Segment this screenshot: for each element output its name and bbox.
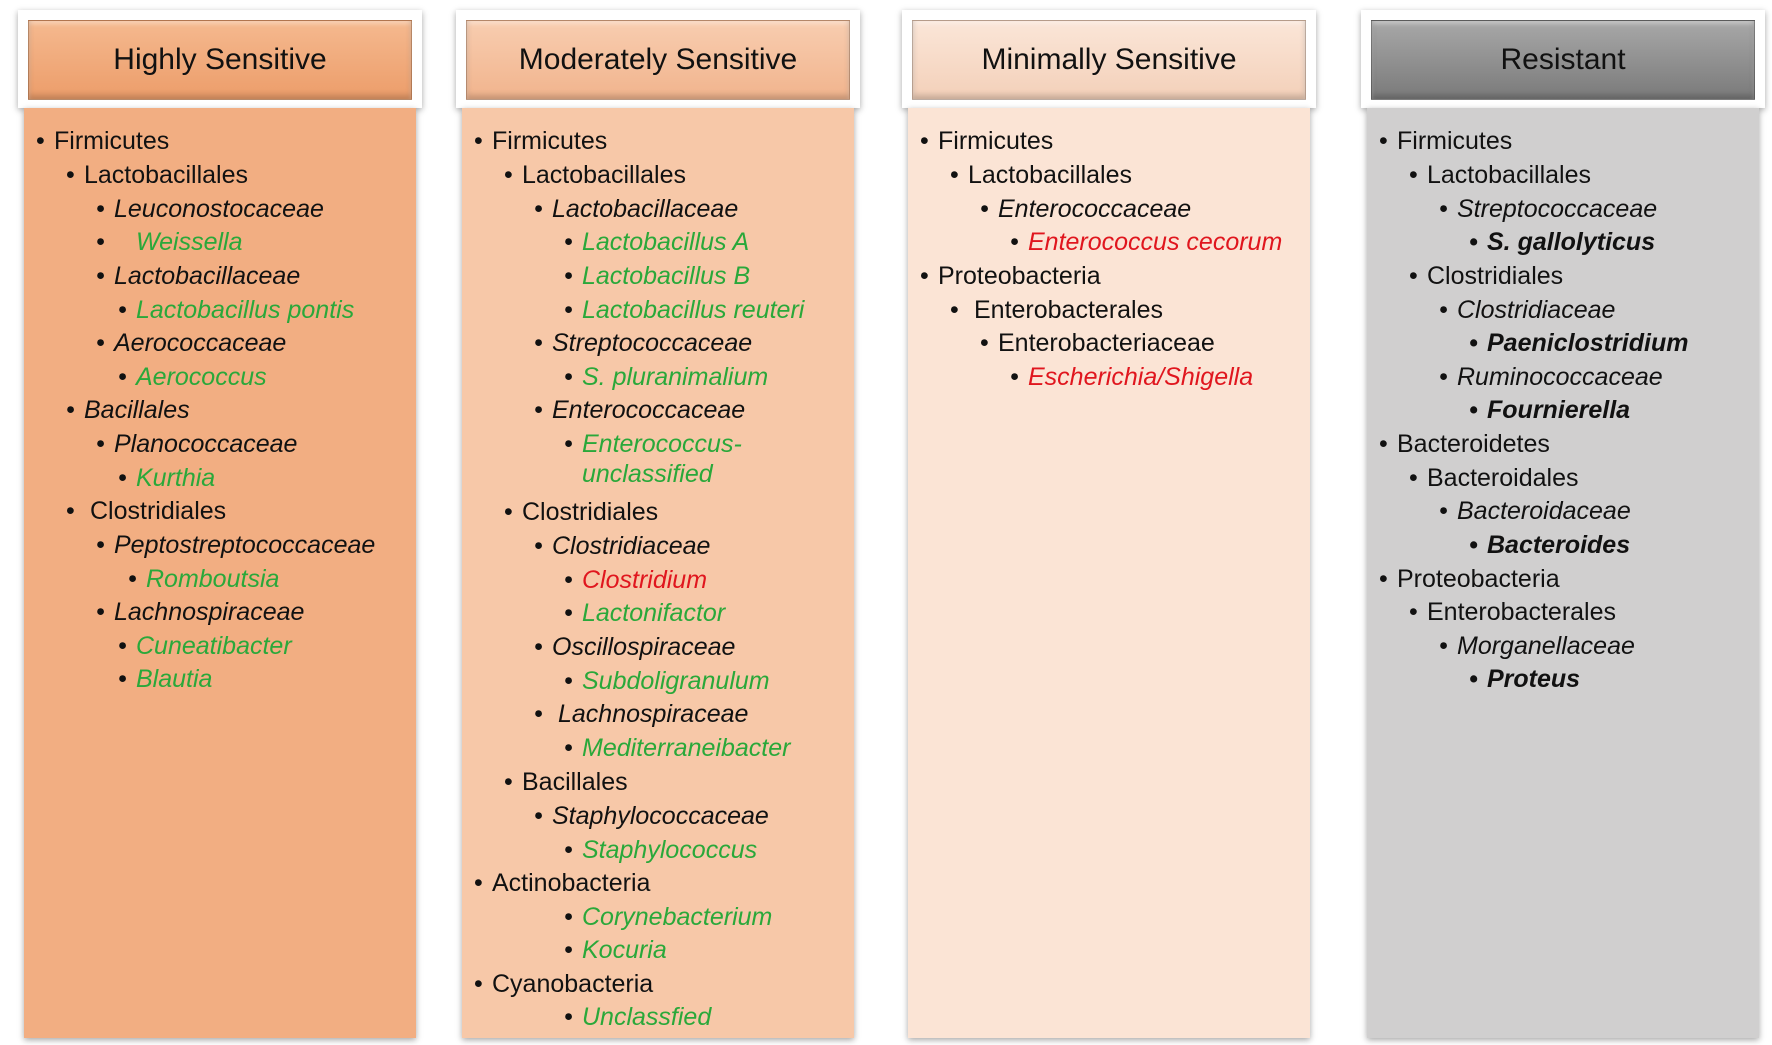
list-item: •Peptostreptococcaceae	[96, 531, 376, 559]
list-item: •Romboutsia	[128, 565, 280, 593]
list-item: •Lactobacillus pontis	[118, 296, 355, 324]
list-item: •Cuneatibacter	[118, 632, 292, 660]
list-item: •Lactobacillus A	[564, 228, 750, 256]
list-item: •Proteus	[1469, 665, 1581, 693]
list-item: •Clostridium	[564, 566, 708, 594]
list-item: •Bacteroidales	[1409, 464, 1579, 492]
header-frame: Highly Sensitive	[18, 10, 422, 108]
list-item: •Corynebacterium	[564, 903, 773, 931]
list-item: •Lactobacillus reuteri	[564, 296, 805, 324]
list-item: •Bacteroides	[1469, 531, 1631, 559]
list-item: •Enterococcaceae	[534, 396, 746, 424]
column-title: Highly Sensitive	[28, 20, 412, 100]
list-item: •Blautia	[118, 665, 213, 693]
column-title: Moderately Sensitive	[466, 20, 850, 100]
list-item: •Firmicutes	[474, 127, 608, 155]
list-item: •Bacteroidetes	[1379, 430, 1550, 458]
list-item: •Enterobacterales	[1409, 598, 1617, 626]
list-item: •Enterobacteriaceae	[980, 329, 1215, 357]
list-item: •Cyanobacteria	[474, 970, 654, 998]
list-item: •Kocuria	[564, 936, 667, 964]
list-item: •Planococcaceae	[96, 430, 298, 458]
list-item: •Bacillales	[66, 396, 190, 424]
list-item: •Ruminococcaceae	[1439, 363, 1663, 391]
list-item: •Actinobacteria	[474, 869, 651, 897]
list-item: •Lactobacillales	[504, 161, 686, 189]
list-item: •Lactobacillus B	[564, 262, 751, 290]
list-item: •Enterococcaceae	[980, 195, 1192, 223]
column-body: •Firmicutes •Lactobacillales •Leuconosto…	[24, 108, 416, 1038]
list-item: •Enterobacterales	[950, 296, 1164, 324]
list-item: •Firmicutes	[36, 127, 170, 155]
list-item: •S. pluranimalium	[564, 363, 769, 391]
list-item: •Bacillales	[504, 768, 628, 796]
list-item: •Aerococcus	[118, 363, 267, 391]
list-item: •Streptococcaceae	[1439, 195, 1658, 223]
list-item: •Fournierella	[1469, 396, 1631, 424]
list-item: •Proteobacteria	[1379, 565, 1560, 593]
column-body: •Firmicutes •Lactobacillales •Streptococ…	[1367, 108, 1759, 1038]
header-frame: Minimally Sensitive	[902, 10, 1316, 108]
list-item: •Subdoligranulum	[564, 667, 770, 695]
list-item: •S. gallolyticus	[1469, 228, 1656, 256]
list-item: •Unclassfied	[564, 1003, 712, 1031]
list-item: •Streptococcaceae	[534, 329, 753, 357]
list-item: •Lactobacillaceae	[96, 262, 301, 290]
list-item: •Kurthia	[118, 464, 216, 492]
list-item: •Morganellaceae	[1439, 632, 1635, 660]
list-item: •Staphylococcus	[564, 836, 758, 864]
header-frame: Moderately Sensitive	[456, 10, 860, 108]
list-item: •Clostridiaceae	[1439, 296, 1616, 324]
column-title: Resistant	[1371, 20, 1755, 100]
column-body: •Firmicutes •Lactobacillales •Lactobacil…	[462, 108, 854, 1038]
list-item: •Clostridiales	[1409, 262, 1564, 290]
list-item: •Aerococcaceae	[96, 329, 287, 357]
list-item: •Lactobacillales	[1409, 161, 1591, 189]
list-item: •Lactobacillales	[66, 161, 248, 189]
list-item: •Enterococcus-unclassified	[564, 430, 742, 488]
column-minimally-sensitive: Minimally Sensitive •Firmicutes •Lactoba…	[902, 10, 1316, 1040]
list-item: •Lactobacillaceae	[534, 195, 739, 223]
column-resistant: Resistant •Firmicutes •Lactobacillales •…	[1361, 10, 1765, 1040]
column-moderately-sensitive: Moderately Sensitive •Firmicutes •Lactob…	[456, 10, 860, 1040]
list-item: •Clostridiaceae	[534, 532, 711, 560]
list-item: •Lactonifactor	[564, 599, 726, 627]
list-item: •Lachnospiraceae	[96, 598, 305, 626]
list-item: •Enterococcus cecorum	[1010, 228, 1283, 256]
list-item: •Escherichia/Shigella	[1010, 363, 1254, 391]
list-item: •Lactobacillales	[950, 161, 1132, 189]
header-frame: Resistant	[1361, 10, 1765, 108]
list-item: •Weissella	[96, 228, 243, 256]
list-item: •Mediterraneibacter	[564, 734, 791, 762]
column-title: Minimally Sensitive	[912, 20, 1306, 100]
list-item: •Clostridiales	[66, 497, 227, 525]
list-item: •Clostridiales	[504, 498, 659, 526]
list-item: •Leuconostocaceae	[96, 195, 324, 223]
list-item: •Proteobacteria	[920, 262, 1101, 290]
list-item: •Firmicutes	[920, 127, 1054, 155]
column-highly-sensitive: Highly Sensitive •Firmicutes •Lactobacil…	[18, 10, 422, 1040]
column-body: •Firmicutes •Lactobacillales •Enterococc…	[908, 108, 1310, 1038]
list-item: •Staphylococcaceae	[534, 802, 769, 830]
list-item: •Firmicutes	[1379, 127, 1513, 155]
list-item: •Lachnospiraceae	[534, 700, 749, 728]
list-item: •Oscillospiraceae	[534, 633, 736, 661]
list-item: •Paeniclostridium	[1469, 329, 1689, 357]
list-item: •Bacteroidaceae	[1439, 497, 1631, 525]
